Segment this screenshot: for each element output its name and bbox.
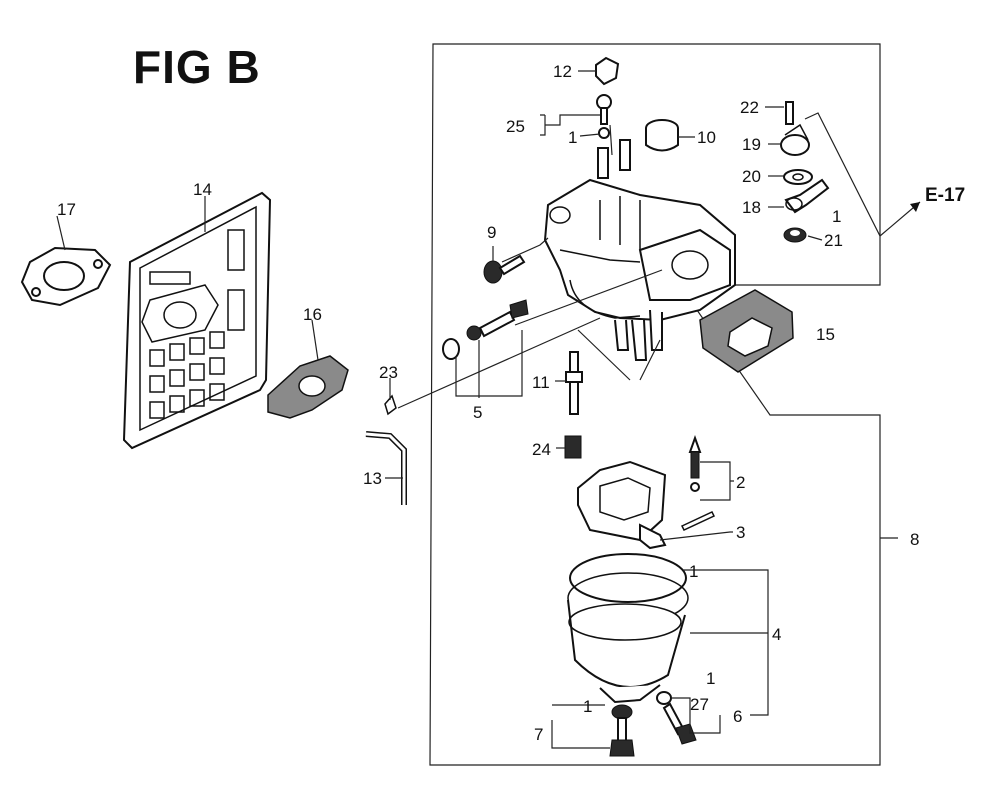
callout-11: 11 [532,373,550,392]
callout-6: 6 [733,707,742,726]
part-22-screw [785,101,794,125]
callout-1-top: 1 [568,128,577,147]
callout-14: 14 [193,180,212,199]
part-24-nut [564,435,582,459]
callout-17: 17 [57,200,76,219]
callout-27: 27 [690,695,709,714]
callout-23: 23 [379,363,398,382]
callout-18: 18 [742,198,761,217]
callout-1-drain: 1 [583,697,592,716]
part-10-cap [645,119,679,152]
part-3-float-pin [680,511,716,531]
part-6-bolt [656,691,697,745]
callout-10: 10 [697,128,716,147]
part-12-cap [595,56,620,86]
part-15-gasket [699,289,794,373]
reference-arrow [910,202,920,212]
part-20-washer [783,169,813,185]
callout-1-chamber: 1 [689,562,698,581]
part-5-pilot-screw-set [442,299,529,360]
callout-25: 25 [506,117,525,136]
callout-12: 12 [553,62,572,81]
part-7-drain-bolt [609,704,635,757]
callout-7: 7 [534,725,543,744]
callout-5: 5 [473,403,482,422]
part-25-screw [596,94,612,139]
callout-1-bolt: 1 [706,669,715,688]
callout-13: 13 [363,469,382,488]
part-18-lever [784,178,830,214]
part-13-choke-rod [365,431,407,505]
callout-22: 22 [740,98,759,117]
leader-lines [56,70,921,749]
callout-16: 16 [303,305,322,324]
part-19-lever [780,123,810,156]
callout-3: 3 [736,523,745,542]
callout-1-right: 1 [832,207,841,226]
part-9-screw [483,254,526,284]
callout-20: 20 [742,167,761,186]
figure-title: FIG B [133,41,261,93]
part-17-gasket [20,246,112,307]
callout-labels: 17 14 16 23 13 12 25 1 10 22 19 20 18 1 … [57,62,965,744]
carburetor-body [543,139,736,361]
part-14-insulator-plate [122,191,272,450]
callout-15: 15 [816,325,835,344]
part-4-float-chamber [567,553,689,704]
callout-2: 2 [736,473,745,492]
float [577,460,667,550]
callout-8: 8 [910,530,919,549]
part-16-gasket [267,355,349,419]
reference-e17: E-17 [925,185,965,206]
part-2-float-valve [688,435,702,492]
part-21-spring [783,227,807,243]
callout-24: 24 [532,440,551,459]
callout-4: 4 [772,625,781,644]
callout-9: 9 [487,223,496,242]
callout-21: 21 [824,231,843,250]
part-11-stud [565,351,583,415]
callout-19: 19 [742,135,761,154]
